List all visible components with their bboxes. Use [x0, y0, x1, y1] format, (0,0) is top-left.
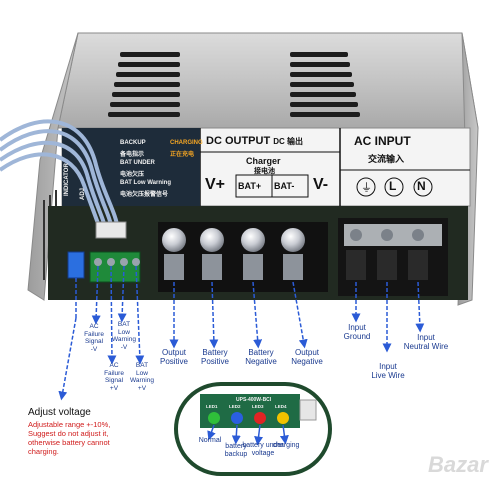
watermark: Bazar — [428, 452, 488, 477]
dc-output-terminals — [158, 222, 328, 292]
bat-low-warning-cn: 电池欠压报警信号 — [120, 192, 169, 198]
bat-minus-label: BAT- — [274, 181, 295, 191]
adjust-note-line1: Adjustable range +-10%, — [28, 420, 111, 429]
backup-cn: 备电指示 — [120, 152, 145, 158]
callout-bat-low-neg: BAT Low Warning -V — [112, 321, 136, 351]
callout-input-live: Input Live Wire — [371, 362, 405, 380]
ac-input-cn: 交流输入 — [368, 154, 405, 164]
led2-label: LED2 — [229, 404, 241, 409]
wire-connector — [95, 221, 127, 239]
led-under-voltage-label: battery under voltage — [242, 442, 284, 457]
charging-cn: 正在充电 — [170, 152, 195, 158]
backup-label: BACKUP — [120, 140, 146, 146]
vent-slots-left — [108, 52, 180, 117]
adjust-note-line2: Suggest do not adjust it, — [28, 429, 109, 438]
charger-heading: Charger — [246, 156, 281, 166]
charging-label: CHARGING — [170, 140, 203, 146]
led-normal-label: Normal — [198, 437, 222, 444]
signal-wires — [0, 119, 120, 231]
led-charging-label: charging — [272, 442, 300, 449]
callout-ac-failure-neg: AC Failure Signal -V — [84, 323, 104, 353]
led-normal — [208, 412, 220, 424]
callout-arrows — [58, 265, 425, 401]
callout-battery-negative: Battery Negative — [245, 348, 277, 366]
callout-output-positive: Output Positive — [159, 348, 188, 366]
green-signal-terminals — [89, 251, 141, 283]
terminal-n-label: N — [417, 179, 426, 193]
svg-text:⏚: ⏚ — [361, 181, 372, 194]
bat-under-cn: 电池欠压 — [120, 172, 145, 178]
dc-output-heading: DC OUTPUT DC 输出 — [206, 135, 304, 147]
bat-plus-label: BAT+ — [238, 181, 262, 191]
callout-output-negative: Output Negative — [291, 348, 323, 366]
callout-battery-positive: Battery Positive — [200, 348, 229, 366]
led-under-voltage — [254, 412, 266, 424]
led-callout-arrows — [207, 424, 289, 446]
bat-under-label: BAT UNDER — [120, 160, 155, 166]
callout-input-neutral: Input Neutral Wire — [403, 333, 449, 351]
v-plus-label: V+ — [205, 176, 226, 193]
led3-label: LED3 — [252, 404, 264, 409]
led1-label: LED1 — [206, 404, 218, 409]
led4-label: LED4 — [275, 404, 287, 409]
adjust-voltage-title: Adjust voltage — [28, 407, 91, 418]
adjust-note-line4: charging. — [28, 447, 59, 456]
charger-cn: 接电池 — [254, 168, 275, 175]
vent-slots-right — [290, 52, 360, 117]
led-charging — [277, 412, 289, 424]
led-backup — [231, 412, 243, 424]
ac-input-heading: AC INPUT — [354, 134, 411, 148]
v-minus-label: V- — [313, 176, 329, 193]
terminal-l-label: L — [389, 179, 397, 193]
callout-ac-failure-pos: AC Failure Signal +V — [104, 362, 124, 392]
bat-low-warning-label: BAT Low Warning — [120, 180, 171, 186]
callout-input-ground: Input Ground — [343, 323, 371, 341]
ac-input-terminals — [338, 218, 448, 296]
adjust-potentiometer — [67, 251, 85, 279]
led-board-model: UPS-400W-BCI — [236, 397, 272, 403]
led-backup-label: battery backup — [224, 443, 248, 458]
adj-label: ADJ — [80, 187, 86, 200]
left-side-wall — [27, 32, 79, 301]
adjust-note-line3: otherwise battery cannot — [28, 438, 110, 447]
indicator-label: INDICATOR — [64, 163, 70, 196]
callout-bat-low-pos: BAT Low Warning +V — [130, 362, 154, 392]
